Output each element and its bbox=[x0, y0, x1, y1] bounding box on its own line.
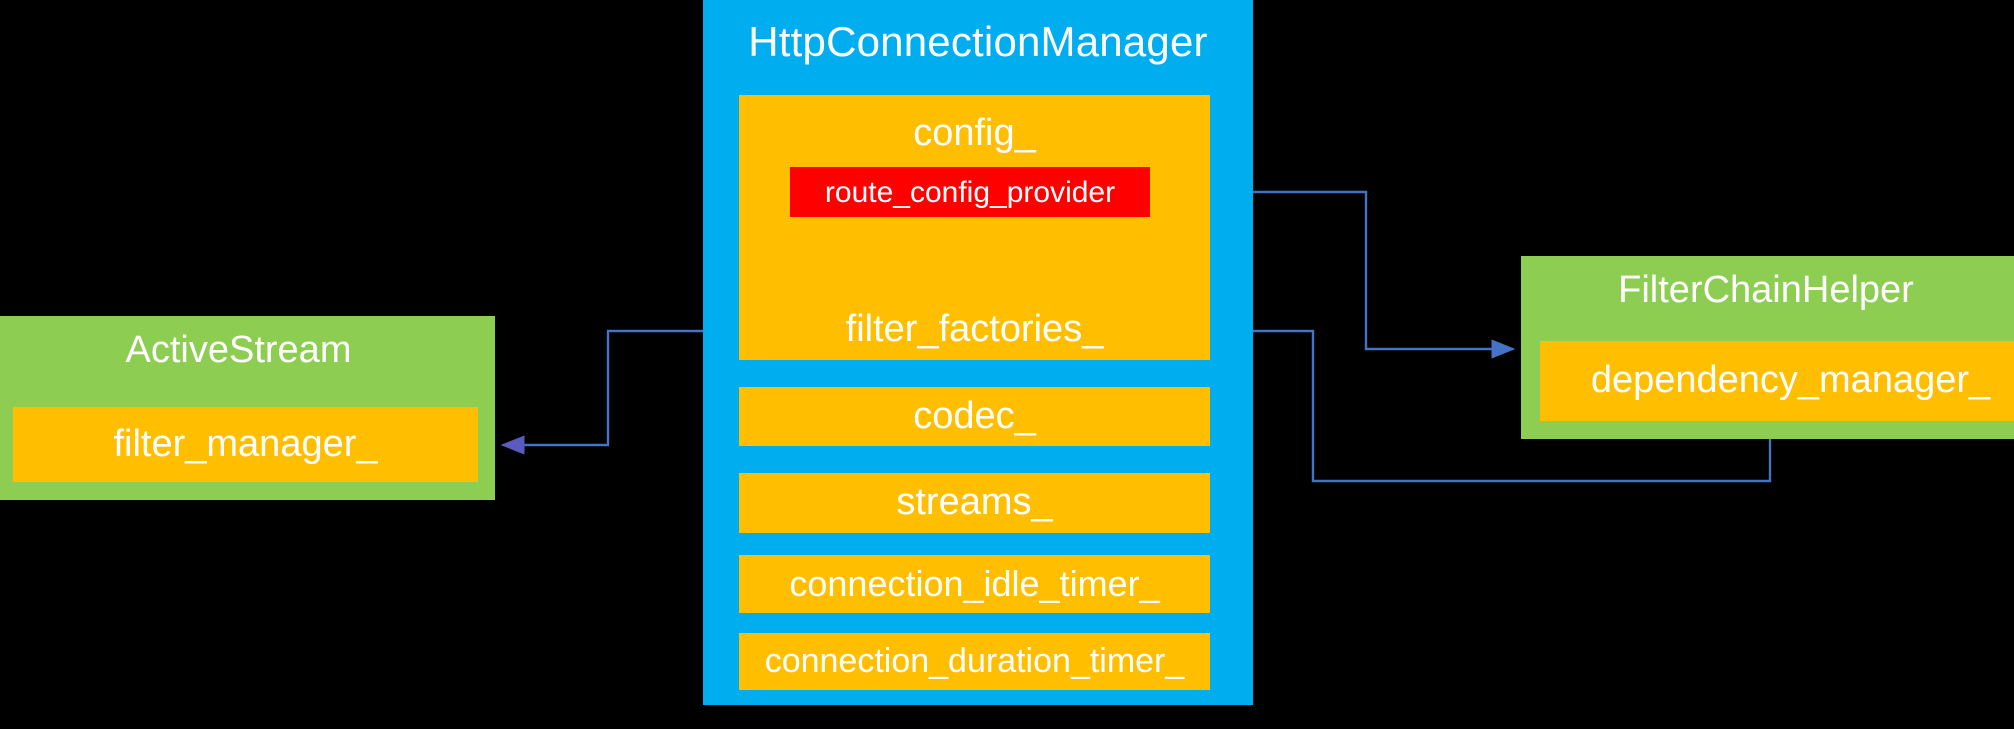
member-label-config: config_ bbox=[913, 112, 1036, 154]
member-filter-factories[interactable]: filter_factories_ bbox=[739, 300, 1210, 360]
member-filter-manager[interactable]: filter_manager_ bbox=[13, 407, 478, 482]
connector-config-to-filterchainhelper bbox=[1210, 190, 1516, 359]
member-streams[interactable]: streams_ bbox=[739, 473, 1210, 533]
class-title-filter-chain-helper: FilterChainHelper bbox=[1618, 269, 1914, 311]
member-codec[interactable]: codec_ bbox=[739, 387, 1210, 446]
member-connection-duration-timer[interactable]: connection_duration_timer_ bbox=[739, 633, 1210, 690]
class-filter-chain-helper[interactable]: FilterChainHelper dependency_manager_ bbox=[1521, 256, 2014, 439]
connector-filterfactories-to-filtermanager bbox=[500, 329, 703, 455]
class-http-connection-manager[interactable]: HttpConnectionManager config_ route_conf… bbox=[703, 0, 1253, 705]
class-title-http-connection-manager: HttpConnectionManager bbox=[748, 18, 1208, 66]
member-config[interactable]: config_ route_config_provider bbox=[739, 95, 1210, 305]
member-route-config-provider[interactable]: route_config_provider bbox=[790, 167, 1150, 217]
member-dependency-manager[interactable]: dependency_manager_ bbox=[1540, 341, 2014, 421]
class-title-active-stream: ActiveStream bbox=[125, 329, 352, 371]
class-active-stream[interactable]: ActiveStream filter_manager_ bbox=[0, 316, 495, 500]
member-connection-idle-timer[interactable]: connection_idle_timer_ bbox=[739, 555, 1210, 613]
